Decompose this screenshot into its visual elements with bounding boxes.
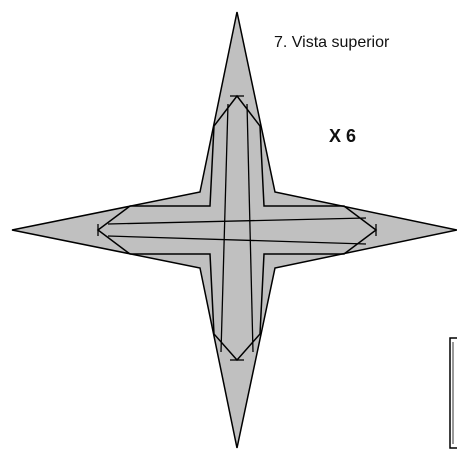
crease-line-horizontal-bottom [107, 235, 367, 245]
figure-caption: 7. Vista superior [274, 34, 390, 51]
partial-frame-edge [449, 337, 457, 449]
crease-line-vertical-right [246, 103, 254, 353]
quantity-label: X 6 [329, 126, 357, 146]
crease-line-vertical-left [220, 103, 229, 353]
crease-line-horizontal-top [107, 217, 367, 225]
outer-star-shape [11, 11, 457, 449]
